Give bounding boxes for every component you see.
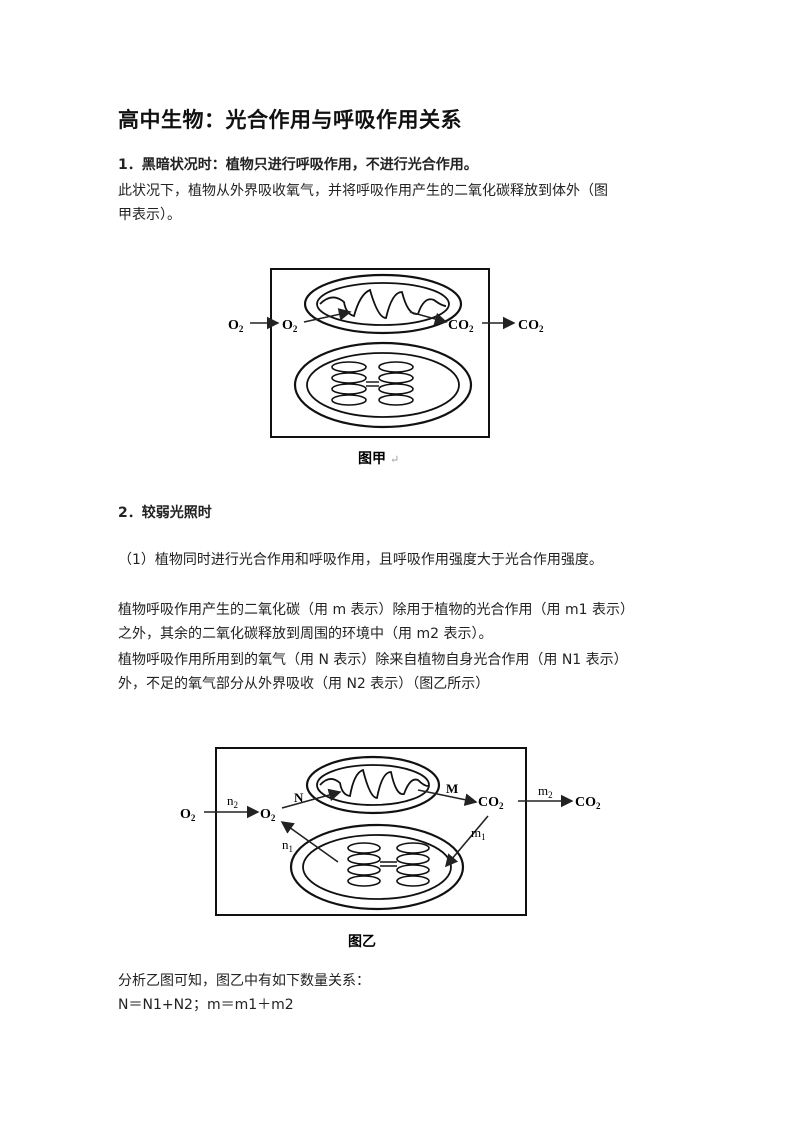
co2-outside-label: CO2 [518,318,544,334]
o2-outside-label: O2 [180,807,196,823]
n1-label: n1 [282,837,293,854]
section2-subpoint1: （1）植物同时进行光合作用和呼吸作用，且呼吸作用强度大于光合作用强度。 [118,552,603,568]
arrow-n1-chloroplast-to-o2 [280,821,339,863]
chloroplast [293,341,473,429]
grana-left [331,361,367,406]
o2-inside-label: O2 [260,807,276,823]
grana-right [396,842,430,887]
M-label: M [446,781,458,796]
co2-inside-label: CO2 [478,795,504,811]
cell-boundary [215,747,527,916]
arrow-m1-co2-to-chloroplast [444,815,489,868]
grana-left [347,842,381,887]
cell-boundary [270,268,490,438]
o2-inside-label: O2 [282,318,298,334]
chloroplast [289,823,465,911]
section2-paragraph2-line2: 外，不足的氧气部分从外界吸收（用 N2 表示）（图乙所示） [118,676,490,692]
mitochondrion [305,755,441,815]
mitochondrion [303,273,463,335]
arrow-mitochondrion-to-co2 [409,311,448,326]
section2-heading: 2．较弱光照时 [118,505,212,521]
co2-inside-label: CO2 [448,318,474,334]
section1-paragraph-line2: 甲表示）。 [118,207,181,223]
arrow-M-to-co2 [417,789,478,806]
figure-b-diagram: O2 n2 O2 N M CO2 m2 CO2 n1 m1 图乙 [180,747,601,949]
section2-paragraph2-line1: 植物呼吸作用所用到的氧气（用 N 表示）除来自植物自身光合作用（用 N1 表示） [118,652,628,668]
m2-label: m2 [538,783,553,800]
n2-label: n2 [227,793,238,810]
section2-paragraph1-line1: 植物呼吸作用产生的二氧化碳（用 m 表示）除用于植物的光合作用（用 m1 表示） [118,602,634,618]
co2-outside-label: CO2 [575,795,601,811]
arrow-N-to-mitochondrion [281,788,342,809]
arrow-o2-to-mitochondrion [303,308,352,323]
m1-label: m1 [471,825,486,842]
N-label: N [294,790,304,805]
grana-right [378,361,414,406]
figure-b-caption: 图乙 [348,933,376,949]
figure-a-diagram: O2 O2 CO2 CO2 图甲 ↵ [228,268,544,466]
page-title: 高中生物：光合作用与呼吸作用关系 [118,108,462,132]
analysis-line1: 分析乙图可知，图乙中有如下数量关系： [118,973,370,989]
section1-paragraph-line1: 此状况下，植物从外界吸收氧气，并将呼吸作用产生的二氧化碳释放到体外（图 [118,183,608,199]
caption-return-mark: ↵ [390,454,399,466]
section1-heading: 1．黑暗状况时：植物只进行呼吸作用，不进行光合作用。 [118,157,478,173]
section2-paragraph1-line2: 之外，其余的二氧化碳释放到周围的环境中（用 m2 表示）。 [118,626,493,642]
o2-outside-label: O2 [228,318,244,334]
figure-a-caption: 图甲 [358,450,386,466]
analysis-relation-formula: N＝N1+N2；m＝m1＋m2 [118,997,294,1013]
